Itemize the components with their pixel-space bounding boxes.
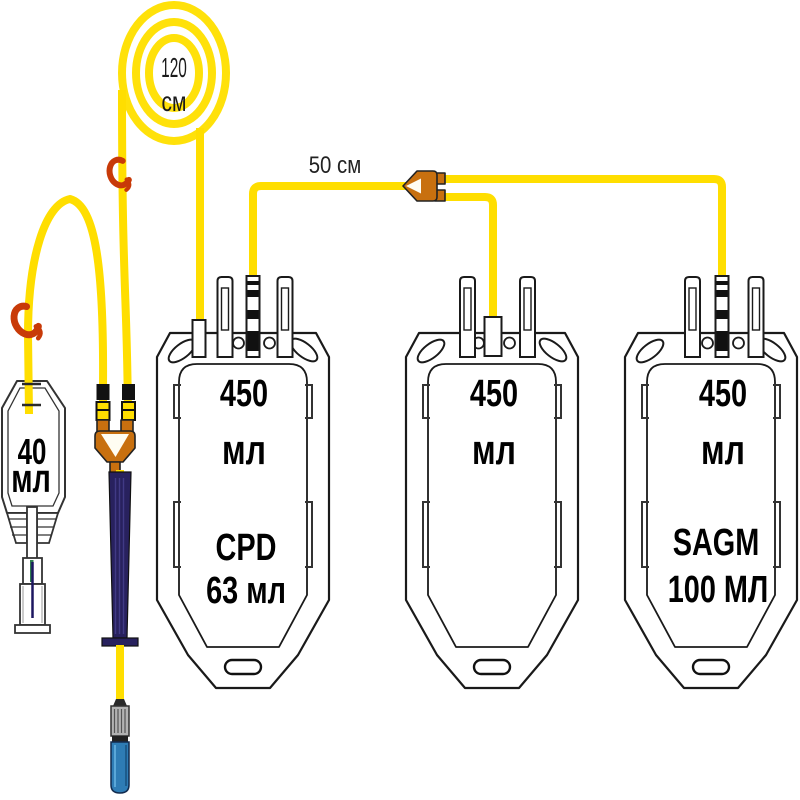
donor-line-clamp-icon [106, 156, 132, 192]
spike-port [216, 276, 234, 358]
flange-hole [263, 336, 276, 350]
additive-bag-volume: 450 [699, 372, 747, 415]
coil-ring-middle [132, 18, 216, 128]
adapter-wing-right [36, 512, 60, 544]
sample-pouch [1, 380, 66, 634]
transfer-bag-volume: 450 [470, 372, 518, 415]
sample-line-clamp-icon [10, 302, 43, 341]
inlet-port [483, 316, 503, 357]
adapter-channel [26, 506, 38, 561]
needle-y-connector [94, 419, 136, 474]
spike-port [276, 276, 294, 358]
primary-to-connector-tube [249, 182, 408, 280]
primary-bag-unit: мл [222, 426, 266, 473]
coil-ring-outer [118, 1, 230, 145]
donor-tube-port [191, 319, 207, 358]
needle-grip [110, 705, 130, 737]
transfer-bag-unit: мл [472, 426, 516, 473]
connector-to-additive-bag-tube [437, 175, 726, 277]
spike-port [747, 276, 765, 358]
spike-port [519, 276, 536, 358]
flange-hole [701, 336, 714, 350]
adapter-wing-left [5, 512, 28, 544]
primary-bag-solution: CPD [216, 526, 277, 569]
bag-y-connector [402, 170, 446, 202]
needle-collar [112, 736, 128, 742]
holder-flange [14, 624, 51, 634]
needle-protector [101, 471, 139, 647]
primary-bag [155, 275, 331, 690]
sample-pouch-inner-seam [7, 387, 60, 507]
inlet-break-cannula [716, 281, 728, 351]
donor-needle [110, 699, 130, 794]
break-off-cannula-left [95, 384, 111, 421]
flange-hole [732, 336, 745, 350]
donor-line-coil [118, 1, 230, 145]
sample-pouch-volume: 40 [18, 432, 47, 472]
coil-length-unit: см [162, 87, 187, 118]
primary-bag-volume: 450 [220, 372, 268, 415]
holder-barrel-lines [22, 586, 43, 623]
coil-ring-inner [145, 34, 203, 112]
additive-bag-unit: мл [701, 426, 745, 473]
spike-port [684, 276, 701, 358]
flange-hole [232, 336, 245, 350]
pouch-tube-seal-marks [22, 382, 41, 407]
additive-bag [623, 275, 799, 690]
flange-hole [503, 336, 516, 350]
tube-length-label: 50 см [309, 151, 362, 178]
connector-to-transfer-bag-tube [437, 193, 497, 319]
break-off-cannula-right [121, 384, 136, 421]
transfer-bag [404, 276, 580, 690]
sample-pouch-tube [24, 195, 108, 434]
donor-to-coil-tube [118, 89, 132, 435]
sample-pouch-unit: мл [11, 456, 51, 501]
coil-length-value: 120 [161, 52, 187, 83]
additive-bag-solution-volume: 100 МЛ [668, 568, 768, 611]
additive-bag-solution: SAGM [673, 521, 760, 564]
spike-port [459, 276, 476, 358]
needle-hub-top [113, 699, 127, 706]
adapter-ribs [8, 518, 56, 536]
outlet-break-cannula [247, 281, 259, 351]
primary-bag-solution-volume: 63 мл [206, 569, 286, 612]
